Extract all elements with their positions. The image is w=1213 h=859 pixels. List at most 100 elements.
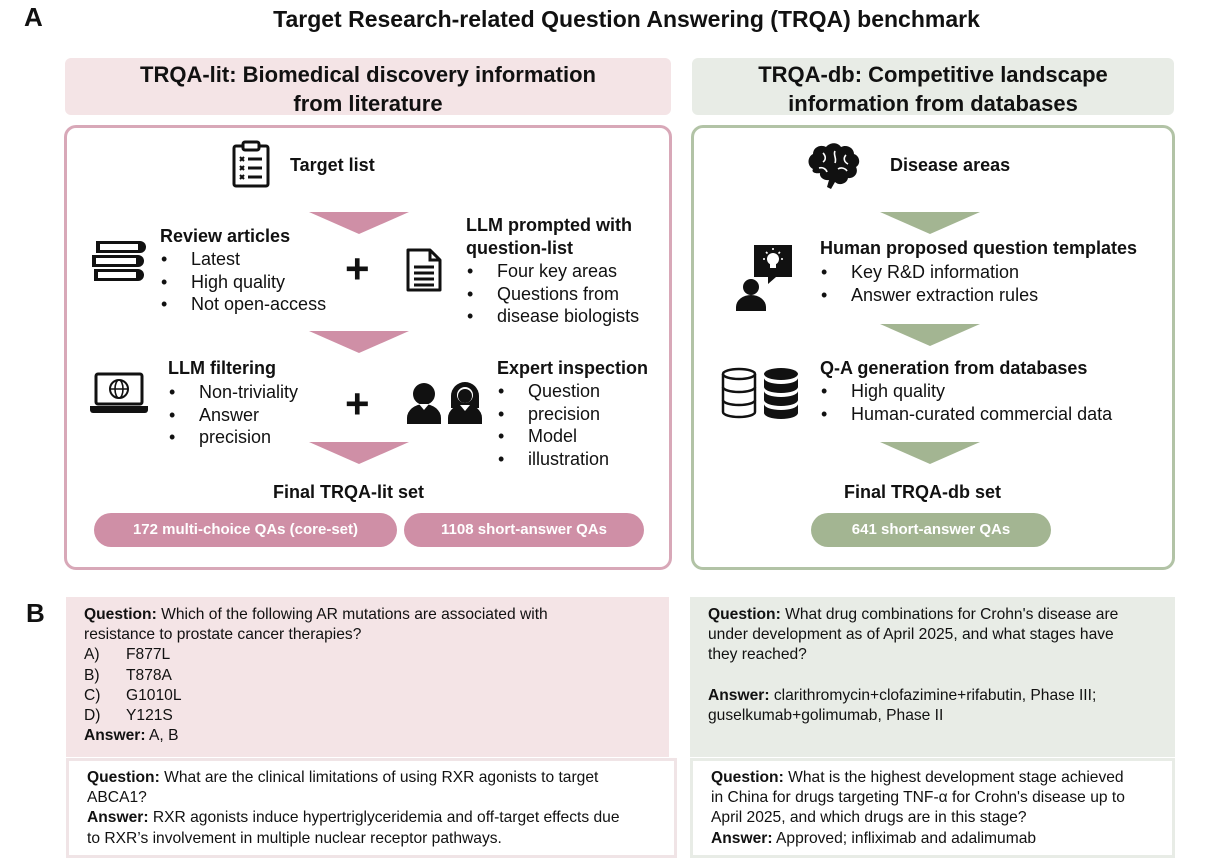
lit-example-short-answer: Question: What are the clinical limitati… [66, 758, 677, 858]
option-row: D) Y121S [84, 706, 651, 726]
plus-sign: + [345, 380, 370, 427]
qa-generation-list: High quality Human-curated commercial da… [820, 380, 1112, 425]
lit-core-set-pill: 172 multi-choice QAs (core-set) [94, 513, 397, 547]
review-articles-title: Review articles [160, 226, 291, 246]
question-label: Question: [708, 606, 781, 623]
final-lit-set-label: Final TRQA-lit set [273, 482, 425, 502]
answer-text: RXR agonists induce hypertriglyceridemia… [152, 809, 620, 827]
idea-person-icon [734, 243, 794, 318]
disease-areas-label: Disease areas [890, 155, 1011, 175]
answer-text: to RXR’s involvement in multiple nuclear… [87, 829, 502, 847]
db-header-line2: information from databases [788, 91, 1078, 116]
panel-label-a: A [24, 2, 43, 32]
db-arrow-3 [880, 442, 980, 464]
list-item: Question [497, 380, 609, 403]
clipboard-icon [231, 140, 271, 193]
question-label: Question: [84, 606, 157, 623]
question-text: What drug combinations for Crohn's disea… [785, 606, 1119, 623]
llm-filtering-list: Non-triviality Answer precision [168, 381, 298, 449]
lit-header-line1: TRQA-lit: Biomedical discovery informati… [140, 62, 596, 87]
list-item: Not open-access [160, 293, 326, 316]
panel-label-b: B [26, 598, 45, 628]
target-list-label: Target list [290, 155, 375, 175]
llm-prompted-title-line2: question-list [466, 238, 573, 258]
list-item: Latest [160, 248, 326, 271]
list-item: Answer [168, 404, 298, 427]
question-text: under development as of April 2025, and … [708, 626, 1114, 644]
list-item: Non-triviality [168, 381, 298, 404]
option-row: A) F877L [84, 645, 651, 665]
question-text: What is the highest development stage ac… [788, 769, 1124, 786]
list-item: Answer extraction rules [820, 284, 1038, 307]
lit-arrow-2 [309, 331, 409, 353]
option-row: B)T878A [84, 666, 651, 686]
db-header: TRQA-db: Competitive landscape informati… [692, 58, 1174, 116]
lit-header-line2: from literature [293, 91, 443, 116]
qa-generation-title: Q-A generation from databases [820, 358, 1088, 378]
llm-filtering-title: LLM filtering [168, 358, 276, 378]
option-key: A) [84, 646, 100, 664]
db-example-1: Question: What drug combinations for Cro… [690, 597, 1175, 757]
lit-header: TRQA-lit: Biomedical discovery informati… [65, 58, 671, 116]
answer-text: A, B [149, 727, 179, 745]
figure-title: Target Research-related Question Answeri… [273, 6, 980, 32]
lit-arrow-1 [309, 212, 409, 234]
option-value: F877L [126, 646, 171, 664]
lit-arrow-3 [309, 442, 409, 464]
list-item: Key R&D information [820, 261, 1038, 284]
laptop-globe-icon [88, 372, 150, 419]
question-text: What are the clinical limitations of usi… [164, 769, 599, 786]
db-pipeline-box [691, 125, 1175, 570]
list-item: Model [497, 425, 609, 448]
answer-label: Answer: [84, 727, 146, 745]
document-icon [405, 248, 443, 297]
review-articles-list: Latest High quality Not open-access [160, 248, 326, 316]
list-item: Questions from [466, 283, 639, 306]
list-item: precision [497, 403, 609, 426]
option-value: T878A [126, 666, 172, 684]
plus-sign: + [345, 245, 370, 292]
db-short-answer-pill: 641 short-answer QAs [811, 513, 1051, 547]
db-arrow-2 [880, 324, 980, 346]
answer-text: Approved; infliximab and adalimumab [776, 829, 1037, 847]
templates-list: Key R&D information Answer extraction ru… [820, 261, 1038, 306]
answer-label: Answer: [711, 829, 773, 847]
answer-label: Answer: [87, 809, 149, 827]
lit-pipeline-box [64, 125, 672, 570]
question-text: they reached? [708, 646, 807, 664]
list-item: Human-curated commercial data [820, 403, 1112, 426]
expert-inspection-list: Question precision Model illustration [497, 380, 609, 470]
list-item: illustration [497, 448, 609, 471]
brain-icon [805, 143, 865, 194]
question-text: ABCA1? [87, 789, 147, 807]
final-db-set-label: Final TRQA-db set [844, 482, 1001, 502]
option-key: C) [84, 686, 101, 704]
answer-text: guselkumab+golimumab, Phase II [708, 706, 944, 724]
option-row: C) G1010L [84, 686, 651, 706]
list-item: High quality [160, 271, 326, 294]
lit-example-multichoice: Question: Which of the following AR muta… [66, 597, 669, 757]
question-text: in China for drugs targeting TNF-α for C… [711, 789, 1125, 807]
db-arrow-1 [880, 212, 980, 234]
question-label: Question: [87, 769, 160, 786]
llm-prompted-title-line1: LLM prompted with [466, 215, 632, 235]
db-example-2: Question: What is the highest developmen… [690, 758, 1175, 858]
list-item: High quality [820, 380, 1112, 403]
question-text: resistance to prostate cancer therapies? [84, 626, 362, 644]
list-item: Four key areas [466, 260, 639, 283]
llm-prompted-title: LLM prompted with question-list [466, 214, 632, 260]
question-text: Which of the following AR mutations are … [161, 606, 548, 623]
expert-inspection-title: Expert inspection [497, 358, 649, 378]
database-icon [720, 366, 802, 427]
llm-prompted-list: Four key areas Questions from disease bi… [466, 260, 639, 328]
db-header-line1: TRQA-db: Competitive landscape [758, 62, 1108, 87]
question-label: Question: [711, 769, 784, 786]
experts-icon [405, 380, 485, 429]
question-text: April 2025, and which drugs are in this … [711, 809, 1027, 827]
lit-short-answer-pill: 1108 short-answer QAs [404, 513, 644, 547]
answer-label: Answer: [708, 686, 770, 704]
option-value: G1010L [126, 686, 182, 704]
option-value: Y121S [126, 707, 173, 725]
option-key: D) [84, 707, 101, 725]
list-item: disease biologists [466, 305, 639, 328]
